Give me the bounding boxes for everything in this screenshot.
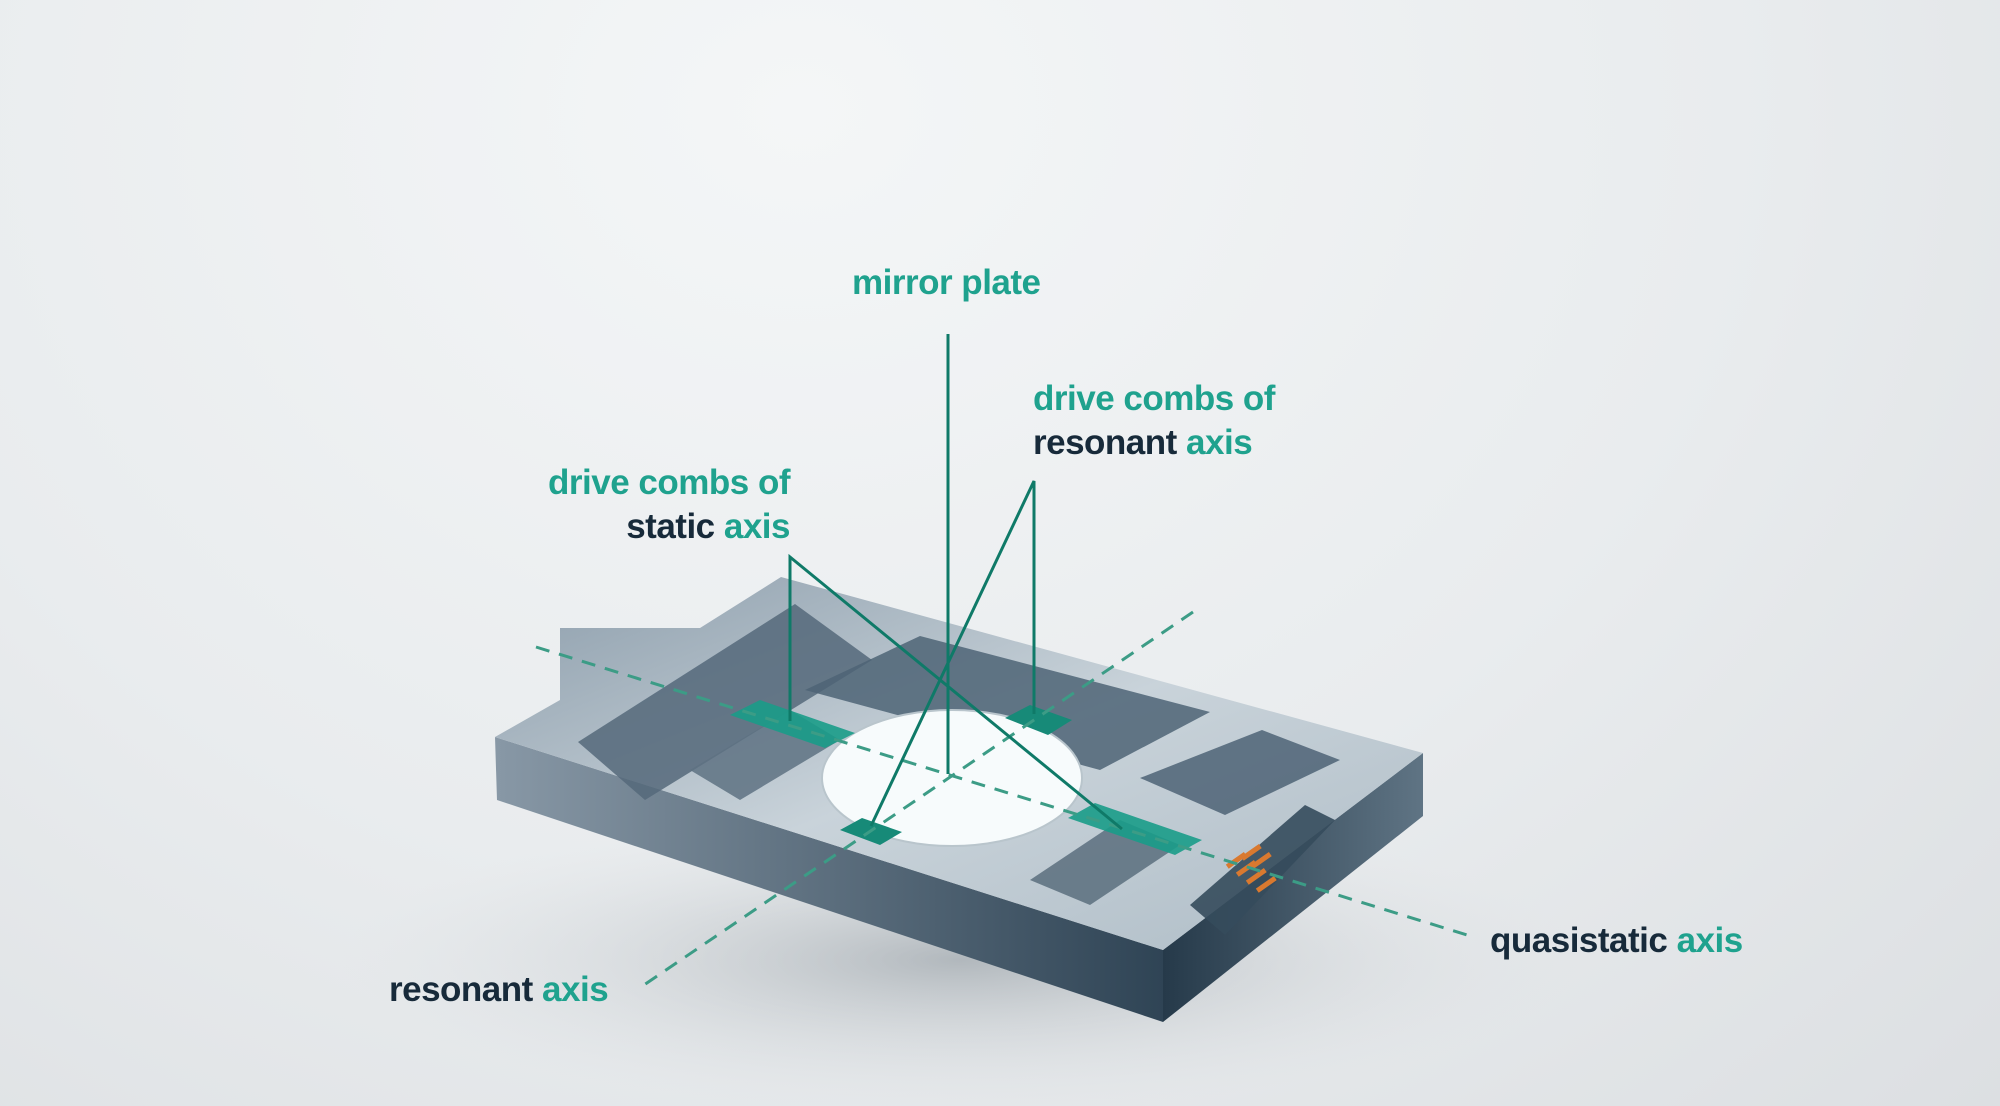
resonant-axis-label: resonant axis [389, 968, 609, 1012]
resonant-comb-top [1005, 705, 1072, 735]
resonant-axis-dark: resonant [389, 970, 533, 1009]
static-combs-line1: drive combs of [548, 463, 790, 502]
resonant-combs-label: drive combs of resonant axis [1033, 377, 1275, 465]
quasistatic-axis-dark: quasistatic [1490, 921, 1668, 960]
mirror-plate-label: mirror plate [852, 263, 1041, 302]
leader-lines [788, 334, 1123, 831]
cavity [1140, 730, 1340, 815]
resonant-combs-accent: axis [1186, 423, 1253, 462]
cavity [578, 604, 872, 800]
chip-right-face [1163, 753, 1423, 1022]
static-combs-accent: axis [723, 507, 791, 546]
resonant-comb-leader [869, 480, 1036, 827]
static-combs-dark: static [626, 507, 715, 546]
resonant-axis-accent: axis [542, 970, 609, 1009]
resonant-axis-line [643, 610, 1194, 987]
resonant-combs-dark: resonant [1033, 423, 1177, 462]
cavity [805, 636, 1210, 770]
resonant-combs-line1: drive combs of [1033, 379, 1275, 418]
static-comb-leader [788, 553, 1123, 831]
axis-lines [535, 610, 1468, 987]
quasistatic-axis-label: quasistatic axis [1490, 919, 1743, 963]
chip-left-face [495, 737, 1163, 1022]
quasistatic-axis-line [535, 645, 1468, 937]
static-combs-label: drive combs of static axis [548, 461, 790, 549]
quasistatic-axis-accent: axis [1676, 921, 1744, 960]
bond-pads [1225, 844, 1277, 893]
